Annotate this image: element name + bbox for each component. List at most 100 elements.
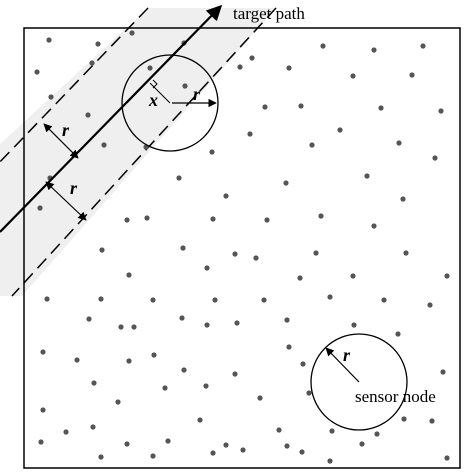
sensor-node-dot — [48, 94, 54, 100]
sensor-node-dot — [371, 47, 377, 53]
sensor-node-dot — [264, 217, 270, 223]
sensor-node-dot — [401, 416, 407, 422]
sensor-node-dot — [257, 395, 263, 401]
sensor-node-dot — [313, 250, 319, 256]
sensor-node-dot — [95, 41, 101, 47]
sensor-node-label: sensor node — [355, 387, 436, 406]
sensor-node-dot — [99, 247, 105, 253]
sensor-node-dot — [299, 449, 305, 455]
sensor-node-dot — [209, 149, 215, 155]
sensor-node-dot — [249, 55, 255, 61]
sensor-node-dot — [286, 65, 292, 71]
sensor-node-dot — [38, 439, 44, 445]
sensor-node-dot — [284, 443, 290, 449]
sensor-node-dot — [179, 315, 185, 321]
sensor-node-dot — [395, 331, 401, 337]
sensor-node-dot — [232, 371, 238, 377]
sensor-node-dot — [131, 324, 137, 330]
sensor-node-dot — [98, 454, 104, 460]
sensor-node-dot — [329, 428, 335, 434]
sensor-node-dot — [212, 297, 218, 303]
sensor-node-dot — [204, 322, 210, 328]
sensor-node-dot — [126, 272, 132, 278]
sensor-node-dot — [327, 294, 333, 300]
sensor-node-dot — [126, 358, 132, 364]
sensor-node-dot — [46, 37, 52, 43]
distance-x-label: x — [148, 90, 158, 110]
deployment-area — [23, 27, 461, 469]
sensor-node-dot — [89, 60, 95, 66]
sensor-node-dot — [284, 317, 290, 323]
sensor-node-dot — [438, 108, 444, 114]
sensor-node-dot — [151, 352, 157, 358]
sensor-node-dot — [85, 112, 91, 118]
sensor-node-dot — [283, 180, 289, 186]
sensor-node-dot — [409, 72, 415, 78]
sensor-node-dot — [147, 65, 153, 71]
band-width-arrow-upper — [43, 123, 79, 159]
sensor-node-dot — [420, 43, 426, 49]
sensor-node-dot — [276, 427, 282, 433]
sensor-node-dot — [232, 251, 238, 257]
radius-label-sensor-node: r — [343, 345, 351, 365]
sensor-node-dot — [261, 297, 267, 303]
sensor-node-dot — [90, 424, 96, 430]
sensor-node-dot — [371, 223, 377, 229]
sensor-node-dot — [165, 438, 171, 444]
sensor-node-dot — [429, 418, 435, 424]
sensor-node-dot — [150, 297, 156, 303]
sensor-node-dot — [300, 361, 306, 367]
target-path-label: target path — [233, 4, 305, 23]
sensor-node-dot — [91, 380, 97, 386]
sensor-node-dot — [144, 215, 150, 221]
sensor-node-dot — [197, 417, 203, 423]
sensor-node-dot — [396, 140, 402, 146]
sensor-node-dot — [223, 442, 229, 448]
band-boundary-upper — [0, 7, 149, 163]
sensor-node-dot — [400, 196, 406, 202]
sensor-node-dot — [364, 173, 370, 179]
sensor-node-dot — [180, 245, 186, 251]
sensor-node-dot — [63, 429, 69, 435]
sensor-node-dot — [374, 431, 380, 437]
band-boundary-lower — [11, 7, 277, 297]
sensor-node-dot — [176, 175, 182, 181]
sensor-node-dot — [150, 453, 156, 459]
sensor-node-dot — [327, 458, 333, 464]
sensor-node-dot — [432, 155, 438, 161]
radius-label-path-circle: r — [193, 84, 201, 104]
sensor-node-dot — [74, 357, 80, 363]
target-path-line — [0, 4, 223, 233]
sensor-node-dot — [240, 447, 246, 453]
sensor-node-dot — [37, 205, 43, 211]
sensor-node-dot — [262, 104, 268, 110]
sensor-node-dot — [98, 296, 104, 302]
sensor-node-circle — [310, 333, 408, 431]
sensor-node-dot — [40, 407, 46, 413]
sensor-node-dot — [40, 349, 46, 355]
sensor-node-dot — [337, 127, 343, 133]
sensing-circle-near-path — [121, 54, 219, 152]
sensor-node-dot — [306, 390, 312, 396]
sensor-node-dot — [34, 69, 40, 75]
sensor-node-dot — [86, 316, 92, 322]
sensor-node-dot — [427, 302, 433, 308]
band-width-arrow-lower — [45, 181, 87, 221]
sensor-node-dot — [444, 455, 450, 461]
sensor-node-dot — [351, 322, 357, 328]
sensor-node-dot — [237, 64, 243, 70]
sensor-node-dot — [118, 324, 124, 330]
sensor-node-dot — [440, 369, 446, 375]
distance-x-line — [149, 82, 171, 104]
sensor-node-dot — [320, 43, 326, 49]
sensor-node-dot — [253, 255, 259, 261]
sensor-node-dot — [378, 105, 384, 111]
sensor-node-dot — [210, 216, 216, 222]
sensor-node-dot — [124, 217, 130, 223]
sensor-nodes — [34, 30, 450, 464]
sensor-node-dot — [247, 131, 253, 137]
radius-label-band-lower: r — [70, 178, 78, 198]
sensor-node-dot — [286, 344, 292, 350]
radius-arrow-sensor-node — [325, 347, 360, 383]
